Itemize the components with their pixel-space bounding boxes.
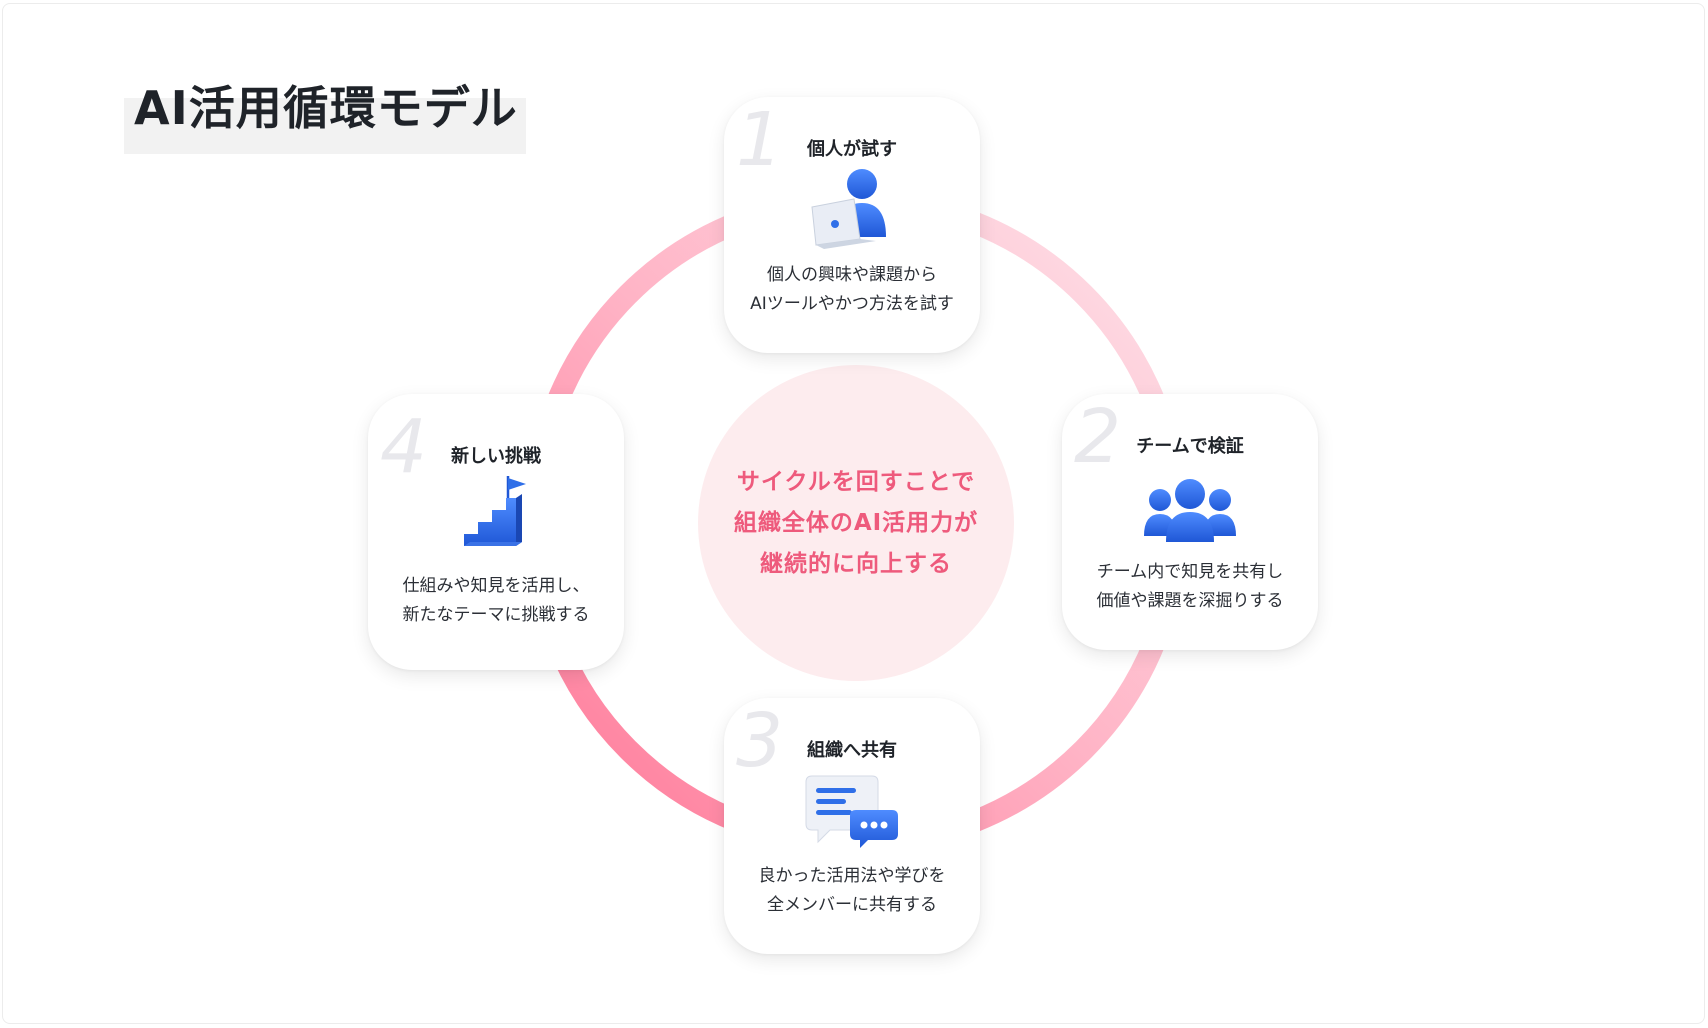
step-desc-line: 全メンバーに共有する xyxy=(767,895,937,915)
stairs-flag-icon xyxy=(446,476,546,566)
step-description: 個人の興味や課題から AIツールやかつ方法を試す xyxy=(724,261,980,319)
step-desc-line: チーム内で知見を共有し xyxy=(1096,562,1284,582)
person-laptop-icon xyxy=(802,167,902,257)
step-card-2: 2 チームで検証 チーム内で知見を共有し 価値や課題を深掘りする xyxy=(1062,394,1318,650)
step-desc-line: 新たなテーマに挑戦する xyxy=(402,605,590,625)
step-number: 2 xyxy=(1074,394,1122,480)
step-title: 組織へ共有 xyxy=(807,740,897,761)
center-line-3: 継続的に向上する xyxy=(760,550,952,577)
step-desc-line: AIツールやかつ方法を試す xyxy=(750,294,954,314)
step-title: チームで検証 xyxy=(1136,436,1244,457)
step-number: 3 xyxy=(736,698,784,784)
page-title: AI活用循環モデル xyxy=(134,81,518,135)
step-desc-line: 価値や課題を深掘りする xyxy=(1096,591,1284,611)
chat-bubbles-icon xyxy=(802,768,902,858)
step-description: 仕組みや知見を活用し、 新たなテーマに挑戦する xyxy=(368,572,624,630)
step-desc-line: 良かった活用法や学びを xyxy=(758,866,946,886)
step-description: 良かった活用法や学びを 全メンバーに共有する xyxy=(724,862,980,920)
step-card-1: 1 個人が試す 個人の興味や課題から AIツールやかつ方法を試す xyxy=(724,97,980,353)
center-line-2: 組織全体のAI活用力が xyxy=(733,509,979,536)
step-desc-line: 個人の興味や課題から xyxy=(767,265,937,285)
center-line-1: サイクルを回すことで xyxy=(736,468,976,495)
step-title: 個人が試す xyxy=(807,139,897,160)
step-card-4: 4 新しい挑戦 仕組みや知見を活用し、 新たなテーマに挑戦する xyxy=(368,394,624,670)
team-icon xyxy=(1140,464,1240,554)
step-number: 4 xyxy=(380,404,428,490)
step-desc-line: 仕組みや知見を活用し、 xyxy=(402,576,590,596)
center-message: サイクルを回すことで 組織全体のAI活用力が 継続的に向上する xyxy=(698,365,1014,681)
step-number: 1 xyxy=(736,97,784,183)
step-title: 新しい挑戦 xyxy=(451,446,541,467)
title-highlight xyxy=(124,98,526,154)
step-card-3: 3 組織へ共有 良かった活用法や学びを 全メンバーに共有する xyxy=(724,698,980,954)
step-description: チーム内で知見を共有し 価値や課題を深掘りする xyxy=(1062,558,1318,616)
